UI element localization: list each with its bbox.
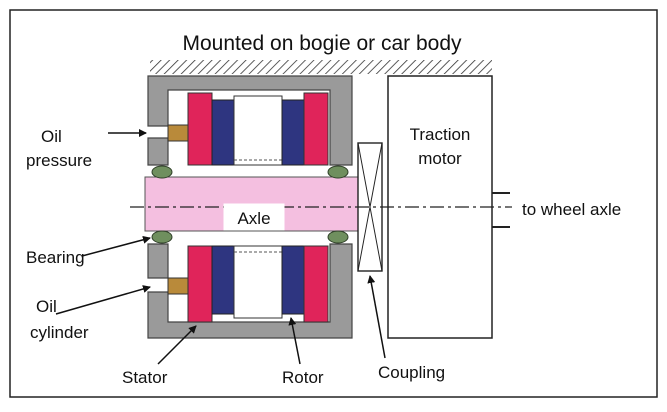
stator-arrow xyxy=(157,325,197,365)
mounting-surface-hatch xyxy=(150,60,492,74)
oil-cylinder-arrow xyxy=(55,285,151,315)
rotor-bottom-right xyxy=(281,245,305,315)
stator-label: Stator xyxy=(122,368,168,387)
stator-top-right xyxy=(303,92,329,166)
traction-motor-label-line1: Traction xyxy=(410,125,471,144)
rotor-top-right xyxy=(281,99,305,166)
housing-bottom-main xyxy=(147,243,353,339)
rotor-drum-top xyxy=(233,95,283,166)
traction-motor-label-line2: motor xyxy=(418,149,462,168)
axle-label-box xyxy=(223,203,285,231)
bearing-bottom-right xyxy=(327,230,349,244)
stator-bottom-left xyxy=(187,245,213,323)
rotor-top-left xyxy=(211,99,235,166)
housing-top-lower xyxy=(147,137,169,166)
to-wheel-axle-label: to wheel axle xyxy=(522,200,621,219)
stator-top-left xyxy=(187,92,213,166)
oil-piston-top xyxy=(167,124,189,142)
oil-pressure-label-line2: pressure xyxy=(26,151,92,170)
bearing-top-left xyxy=(151,165,173,179)
oil-pressure-label-line1: Oil xyxy=(41,127,62,146)
rotor-label: Rotor xyxy=(282,368,324,387)
housing-bottom xyxy=(147,243,169,279)
bearing-top-right xyxy=(327,165,349,179)
oil-piston-bottom xyxy=(167,277,189,295)
rotor-bottom-left xyxy=(211,245,235,315)
bearing-bottom-left xyxy=(151,230,173,244)
coupling-cross-2 xyxy=(357,142,383,272)
bearing-arrow xyxy=(81,235,151,257)
bearing-label: Bearing xyxy=(26,248,85,267)
oil-cylinder-label-line2: cylinder xyxy=(30,323,89,342)
housing-top xyxy=(147,75,353,166)
bearings xyxy=(151,165,349,244)
coupling-arrow xyxy=(367,275,386,359)
stator-bottom-right xyxy=(303,245,329,323)
oil-cylinder-label-line1: Oil xyxy=(36,297,57,316)
coupling-label: Coupling xyxy=(378,363,445,382)
axle-label: Axle xyxy=(237,209,270,228)
rotor-drum-bottom xyxy=(233,245,283,319)
title-label: Mounted on bogie or car body xyxy=(182,32,462,55)
rotor-arrow xyxy=(288,317,301,365)
